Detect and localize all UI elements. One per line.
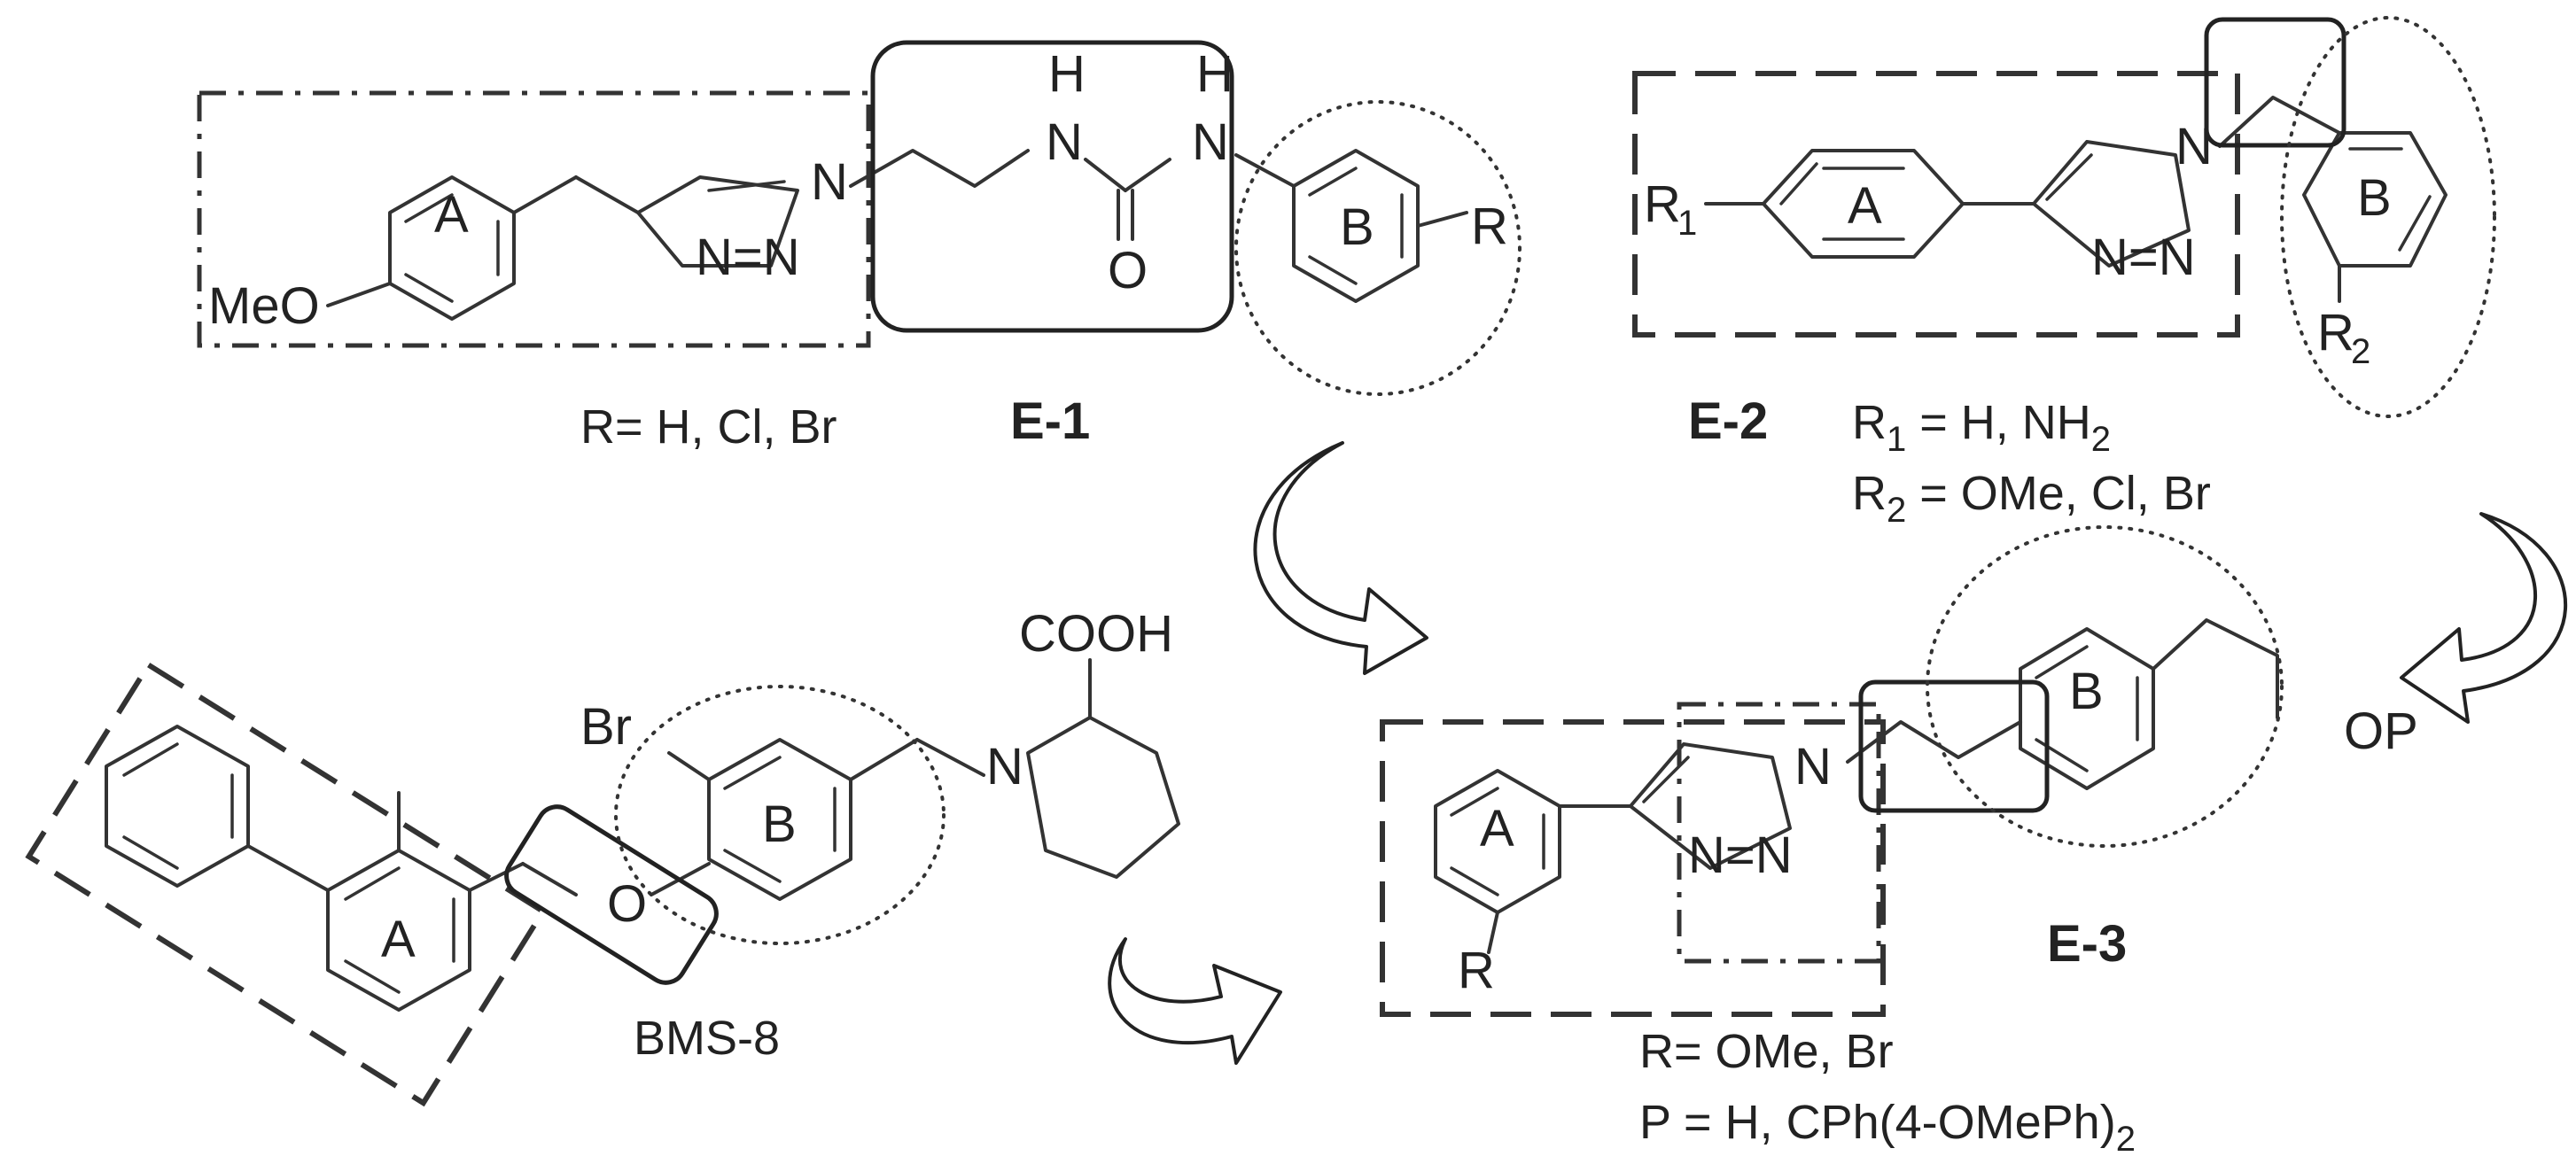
curved-arrow-e1-to-e3	[1253, 441, 1428, 675]
compound-e3: A R N N=N B OP E-3 R= OMe, Br P = H, CPh…	[1380, 525, 2418, 1159]
e1-name: E-1	[1010, 392, 1090, 450]
e1-solid-box	[870, 40, 1234, 333]
curved-arrow-e2-to-e3	[2400, 512, 2568, 724]
e3-ring-b	[2019, 627, 2155, 790]
e1-methoxy-label: MeO	[208, 277, 320, 335]
bms-piperidine-n: N	[986, 738, 1023, 795]
e1-urea-nh1-h: H	[1048, 45, 1086, 103]
e3-dashdot-box	[1677, 702, 1881, 964]
e3-p-definition: P = H, CPh(4-OMePh)2	[1639, 1096, 2136, 1159]
e1-dashdot-box	[197, 90, 871, 348]
e1-ring-b-label: B	[1340, 198, 1374, 256]
e2-triazole	[2032, 140, 2191, 268]
bms-piperidine-ring	[1026, 716, 1180, 879]
bms-ring-a-label: A	[381, 911, 416, 968]
e3-dotted-ring-b	[1926, 525, 2284, 848]
compound-e1: A MeO N N=N H N O H N B R	[197, 40, 1521, 454]
e2-r2-definition: R2 = OMe, Cl, Br	[1852, 467, 2211, 530]
e1-carbonyl-o: O	[1108, 242, 1148, 299]
e3-r-definition: R= OMe, Br	[1639, 1025, 1894, 1078]
e2-r1-definition: R1 = H, NH2	[1852, 396, 2111, 459]
e2-triazole-nn: N=N	[2091, 229, 2196, 286]
e2-r1-atom: R	[1644, 175, 1681, 233]
e3-triazole-nn: N=N	[1688, 826, 1793, 884]
e1-triazole	[636, 175, 799, 268]
e1-triazole-n1: N	[811, 153, 848, 211]
e1-ring-a-label: A	[434, 186, 469, 244]
e2-r1-atom-sub: 1	[1677, 204, 1697, 243]
bms-ring-b	[707, 738, 852, 901]
e2-dash-box	[1632, 71, 2240, 338]
e3-dash-box	[1380, 719, 1886, 1017]
e2-dotted-ring-b	[2280, 16, 2496, 418]
e3-ring-a	[1434, 769, 1561, 914]
e1-dotted-ring-b	[1234, 100, 1521, 396]
e2-ring-a-label: A	[1848, 177, 1882, 235]
bms-dash-box	[25, 661, 548, 1107]
e2-name: E-2	[1688, 392, 1768, 450]
e2-ring-b	[2302, 131, 2448, 268]
compound-e2: R 1 A N N=N B R 2 E-2 R1 = H, NH2	[1632, 16, 2496, 530]
e3-op: OP	[2344, 702, 2418, 760]
e2-r2-atom-sub: 2	[2351, 332, 2370, 371]
e1-r-definition: R= H, Cl, Br	[580, 400, 837, 454]
curved-arrow-bms-to-e3	[1108, 937, 1282, 1065]
e3-solid-box	[1858, 679, 2050, 813]
compound-bms8: A O B Br N COOH BMS-8	[25, 605, 1180, 1107]
e2-solid-box	[2204, 17, 2346, 148]
bms-phenyl-ring	[105, 725, 250, 888]
bms-ring-b-label: B	[762, 795, 797, 853]
e2-ring-b-label: B	[2357, 169, 2392, 227]
e2-r2-atom: R	[2317, 304, 2354, 361]
bms-name: BMS-8	[634, 1012, 780, 1065]
e3-name: E-3	[2047, 915, 2127, 973]
e1-urea-n1: N	[1046, 113, 1083, 171]
e1-triazole-nn: N=N	[696, 229, 800, 286]
e3-ring-a-label: A	[1480, 800, 1514, 857]
e1-r-label: R	[1471, 198, 1508, 255]
bms-ether-o: O	[607, 875, 647, 933]
e1-urea-n2: N	[1192, 113, 1229, 171]
bms-cooh: COOH	[1019, 605, 1173, 663]
bms-dotted-ring-b	[614, 685, 946, 945]
e3-triazole-n1: N	[1794, 738, 1832, 795]
e3-r-atom: R	[1458, 942, 1495, 999]
e3-ring-b-label: B	[2069, 663, 2104, 720]
e1-ring-b	[1292, 149, 1420, 303]
bms-bromo: Br	[580, 698, 632, 756]
bms-solid-box	[504, 804, 719, 985]
e3-triazole	[1629, 742, 1792, 870]
e1-urea-nh2-h: H	[1196, 45, 1234, 103]
